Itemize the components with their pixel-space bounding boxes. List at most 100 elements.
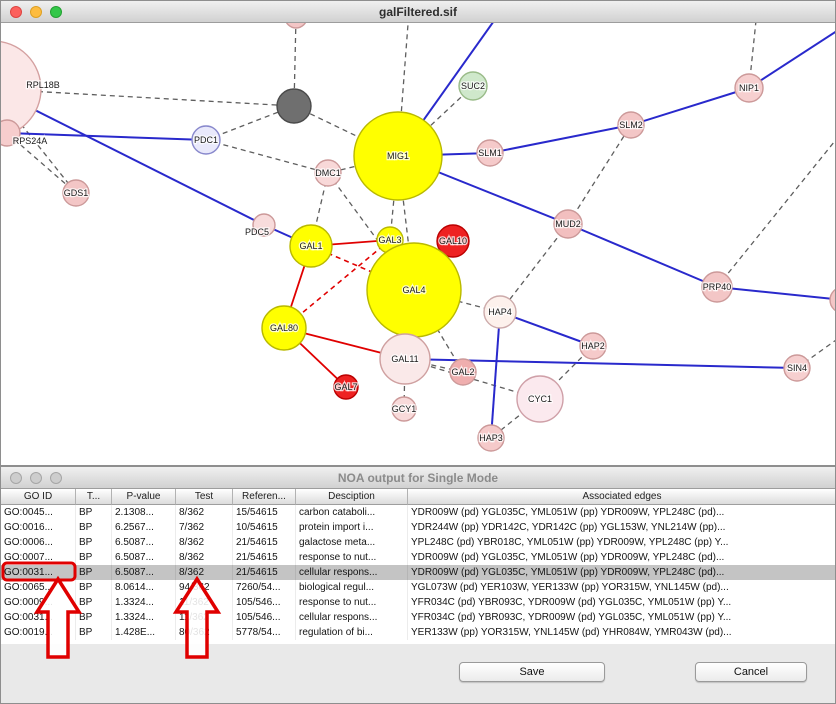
node-label-gal3: GAL3 [378, 235, 401, 245]
cell-2-6: YPL248C (pd) YBR018C, YML051W (pp) YDR00… [408, 535, 835, 550]
cell-7-3: 11/362 [176, 610, 233, 625]
cell-6-1: BP [76, 595, 112, 610]
close-button[interactable] [10, 471, 22, 484]
node-dmc1[interactable] [314, 159, 342, 187]
cell-8-4: 5778/54... [233, 625, 296, 640]
cell-6-3: 11/362 [176, 595, 233, 610]
edge-mud2-prp40[interactable] [567, 223, 718, 288]
node-pdc5[interactable] [252, 213, 276, 237]
node-gds1[interactable] [62, 179, 90, 207]
edge-mig1-pt[interactable] [397, 23, 409, 157]
edge-rps24a-pdc1[interactable] [6, 132, 207, 141]
edge-rpl18b-pdc5[interactable] [1, 89, 265, 226]
node-prp40[interactable] [701, 271, 733, 303]
edge-pdc1-dmc1[interactable] [205, 139, 329, 174]
minimize-button[interactable] [30, 5, 42, 18]
cell-5-4: 7260/54... [233, 580, 296, 595]
node-slm2[interactable] [617, 111, 645, 139]
node-slm1[interactable] [476, 139, 504, 167]
node-gal1[interactable] [289, 224, 333, 268]
edge-pdc1-gray1[interactable] [205, 105, 295, 141]
edge-mud2-slm2[interactable] [567, 124, 632, 225]
edge-rps24a-gds1[interactable] [6, 132, 77, 194]
cell-2-4: 21/54615 [233, 535, 296, 550]
node-hap3[interactable] [477, 424, 505, 452]
node-mud2[interactable] [553, 209, 583, 239]
node-gal2[interactable] [449, 358, 477, 386]
cell-4-5: cellular respons... [296, 565, 408, 580]
node-suc2[interactable] [458, 71, 488, 101]
node-top_partial[interactable] [285, 23, 307, 29]
network-window-titlebar[interactable]: galFiltered.sif [1, 1, 835, 23]
cancel-button[interactable]: Cancel [695, 662, 807, 682]
edge-mig1-suc2[interactable] [397, 85, 474, 157]
node-edge_right[interactable] [829, 287, 836, 313]
node-hap4[interactable] [483, 295, 517, 329]
node-gal80[interactable] [261, 305, 307, 351]
close-button[interactable] [10, 5, 22, 18]
cell-1-5: protein import i... [296, 520, 408, 535]
column-header-2[interactable]: P-value [112, 489, 176, 505]
edge-slm1-slm2[interactable] [489, 124, 632, 154]
edge-rpl18b-gray1[interactable] [1, 88, 295, 107]
column-header-0[interactable]: GO ID [1, 489, 76, 505]
save-button[interactable]: Save [459, 662, 605, 682]
cell-4-1: BP [76, 565, 112, 580]
cell-8-6: YER133W (pp) YOR315W, YNL145W (pd) YHR08… [408, 625, 835, 640]
zoom-button[interactable] [50, 5, 62, 18]
node-mig1[interactable] [353, 111, 443, 201]
edge-mud2-hap4[interactable] [499, 223, 569, 313]
column-header-1[interactable]: T... [76, 489, 112, 505]
node-gal11[interactable] [379, 333, 431, 385]
minimize-button[interactable] [30, 471, 42, 484]
column-header-5[interactable]: Desciption [296, 489, 408, 505]
cell-3-4: 21/54615 [233, 550, 296, 565]
node-gal7[interactable] [333, 374, 359, 400]
column-header-6[interactable]: Associated edges [408, 489, 835, 505]
edge-prp40-pt[interactable] [716, 131, 836, 288]
node-pdc1[interactable] [191, 125, 221, 155]
cell-6-5: response to nut... [296, 595, 408, 610]
column-header-3[interactable]: Test [176, 489, 233, 505]
cell-8-2: 1.428E... [112, 625, 176, 640]
node-sin4[interactable] [783, 354, 811, 382]
edge-slm2-nip1[interactable] [630, 87, 750, 126]
node-hap2[interactable] [579, 332, 607, 360]
edge-gray1-top_partial[interactable] [293, 23, 297, 107]
node-cyc1[interactable] [516, 375, 564, 423]
node-rpl18b[interactable] [1, 40, 42, 138]
node-label-cyc1: CYC1 [528, 394, 552, 404]
edge-gal3-gal80[interactable] [283, 239, 391, 329]
edge-prp40-edge_right[interactable] [716, 286, 836, 301]
node-gray1[interactable] [276, 88, 312, 124]
node-gcy1[interactable] [391, 396, 417, 422]
node-label-prp40: PRP40 [703, 282, 732, 292]
node-gal10[interactable] [436, 224, 470, 258]
node-label-gds1: GDS1 [64, 188, 89, 198]
zoom-button[interactable] [50, 471, 62, 484]
edge-gal4-gal2[interactable] [413, 289, 464, 373]
cell-1-6: YDR244W (pp) YDR142C, YDR142C (pp) YGL15… [408, 520, 835, 535]
node-nip1[interactable] [734, 73, 764, 103]
node-rps24a[interactable] [1, 119, 21, 147]
column-header-4[interactable]: Referen... [233, 489, 296, 505]
edge-nip1-pt[interactable] [748, 27, 836, 89]
noa-window-titlebar[interactable]: NOA output for Single Mode [1, 467, 835, 489]
cell-4-2: 6.5087... [112, 565, 176, 580]
edge-hap4-hap3[interactable] [490, 311, 501, 439]
cell-8-0: GO:0019... [1, 625, 76, 640]
edge-gray1-mig1[interactable] [293, 105, 399, 157]
node-label-gal1: GAL1 [299, 241, 322, 251]
